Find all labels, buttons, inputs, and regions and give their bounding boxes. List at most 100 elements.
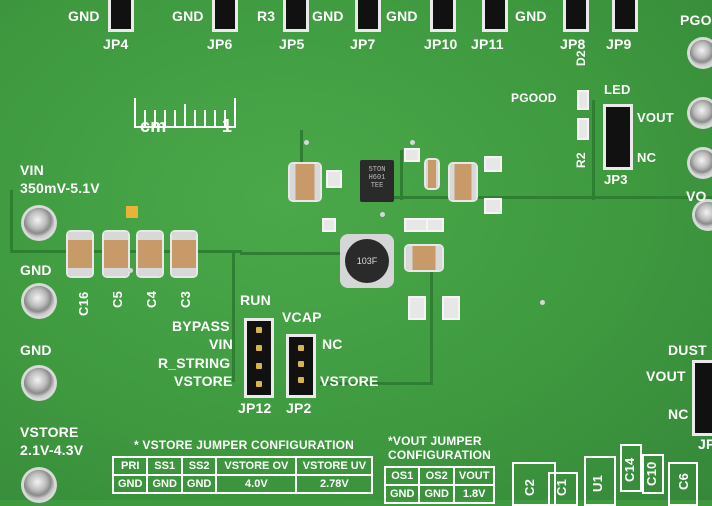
ruler-tick-4 — [174, 110, 176, 128]
vstore-header-ov: VSTORE OV — [215, 456, 298, 476]
jumper-jp6[interactable] — [212, 0, 238, 32]
c10-label: C10 — [644, 461, 659, 486]
jumper-label-jp4: JP4 — [103, 36, 129, 52]
led-d2 — [577, 90, 589, 110]
capacitor-left-center — [290, 164, 320, 200]
vstore-header-pri: PRI — [111, 456, 149, 476]
test-point-vin[interactable] — [24, 208, 54, 238]
test-point-gnd-1[interactable] — [24, 286, 54, 316]
trace-left-down — [232, 252, 235, 382]
via-2 — [410, 140, 415, 145]
inductor-l1: 103F — [340, 234, 394, 288]
bypass-label: BYPASS — [172, 318, 230, 334]
vstore-config-table: PRI SS1 SS2 VSTORE OV VSTORE UV GND GND … — [111, 456, 374, 494]
vout-right-label: VOUT — [637, 110, 674, 125]
trace-top2 — [400, 150, 403, 200]
pad-bottom-right-2 — [426, 218, 444, 232]
nc-dust-label: NC — [668, 406, 689, 422]
test-point-right-1[interactable] — [690, 100, 712, 126]
jumper-jp3[interactable] — [603, 104, 633, 170]
c2-label: C2 — [522, 478, 537, 496]
jumper-dust[interactable] — [692, 360, 712, 436]
vout-cell-os1: GND — [383, 484, 421, 504]
vstore-header-uv: VSTORE UV — [295, 456, 374, 476]
jp12-pin-3 — [256, 363, 262, 369]
jumper-jp4[interactable] — [108, 0, 134, 32]
jumper-jp7[interactable] — [355, 0, 381, 32]
nc-right-label: NC — [637, 150, 657, 165]
c3-label: C3 — [178, 290, 193, 308]
test-point-pgood[interactable] — [690, 40, 712, 66]
run-label: RUN — [240, 292, 271, 308]
trace-vin-left — [10, 190, 13, 252]
pgood-label: PGOOD — [511, 91, 557, 105]
jumper-jp2[interactable] — [286, 334, 316, 398]
jp2-pin-1 — [298, 345, 304, 351]
via-3 — [128, 268, 133, 273]
top-label-gnd-5: GND — [515, 8, 547, 24]
top-label-gnd-4: GND — [386, 8, 418, 24]
gnd-label-1: GND — [20, 262, 52, 278]
ruler-tick-7 — [204, 110, 206, 128]
vstore-cell-uv: 2.78V — [295, 474, 374, 494]
capacitor-c4 — [138, 232, 162, 276]
d2-label: D2 — [574, 50, 588, 66]
jp12-pin-4 — [256, 381, 262, 387]
jumper-jp5[interactable] — [283, 0, 309, 32]
vstore-cell-ov: 4.0V — [215, 474, 298, 494]
test-point-right-2[interactable] — [690, 150, 712, 176]
jp12-label: JP12 — [238, 400, 272, 416]
vin-marker — [126, 206, 138, 218]
vout-header-os2: OS2 — [418, 466, 455, 486]
test-point-gnd-2[interactable] — [24, 368, 54, 398]
c16-label: C16 — [76, 291, 91, 316]
vout-dust-label: VOUT — [646, 368, 686, 384]
ruler-tick-3 — [164, 110, 166, 128]
dust-label: DUST — [668, 342, 707, 358]
top-label-r3: R3 — [257, 8, 276, 24]
jp2-pin-3 — [298, 377, 304, 383]
ruler-tick-2 — [154, 110, 156, 128]
vstore-table-title: * VSTORE JUMPER CONFIGURATION — [134, 438, 355, 452]
jp3-label: JP3 — [604, 172, 628, 187]
jumper-jp10[interactable] — [430, 0, 456, 32]
jumper-jp9[interactable] — [612, 0, 638, 32]
table-row: GND GND 1.8V — [383, 484, 496, 504]
vstore-cell-ss2: GND — [180, 474, 218, 494]
jumper-jp8[interactable] — [563, 0, 589, 32]
gnd-label-2: GND — [20, 342, 52, 358]
vstore-header-ss2: SS2 — [180, 456, 218, 476]
pad-bottom-center — [322, 218, 336, 232]
resistor-r2 — [577, 118, 589, 140]
inductor-marking: 103F — [345, 239, 389, 283]
footprint-c14 — [620, 444, 642, 492]
vout-table-header: OS1 OS2 VOUT — [383, 466, 496, 486]
test-point-right-3[interactable] — [695, 202, 712, 228]
vout-header-vout: VOUT — [452, 466, 496, 486]
vout-table-title-2: CONFIGURATION — [388, 448, 492, 462]
pad-right-2 — [484, 198, 502, 214]
test-point-vstore[interactable] — [24, 470, 54, 500]
top-label-gnd-3: GND — [312, 8, 344, 24]
vstore-jp2-label: VSTORE — [320, 373, 379, 389]
jumper-label-jp7: JP7 — [350, 36, 376, 52]
vin-label: VIN — [20, 162, 44, 178]
r2-label: R2 — [574, 152, 588, 168]
jumper-jp12[interactable] — [244, 318, 274, 398]
vout-config-table: OS1 OS2 VOUT GND GND 1.8V — [383, 466, 496, 504]
vstore-header-ss1: SS1 — [146, 456, 183, 476]
via-4 — [380, 212, 385, 217]
trace-top — [300, 130, 303, 170]
vo-right-label: VO — [686, 188, 707, 204]
footprint-c10 — [642, 454, 664, 494]
vout-cell-vout: 1.8V — [452, 484, 496, 504]
capacitor-c16 — [68, 232, 92, 276]
vstore-label: VSTORE — [20, 424, 79, 440]
ic-marking-1: 5TON — [368, 166, 386, 174]
jumper-label-jp11: JP11 — [471, 36, 504, 52]
pad-left-center — [326, 170, 342, 188]
jumper-jp11[interactable] — [482, 0, 508, 32]
c4-label: C4 — [144, 290, 159, 308]
r-string-label: R_STRING — [158, 355, 231, 371]
trace-mid — [240, 252, 340, 255]
